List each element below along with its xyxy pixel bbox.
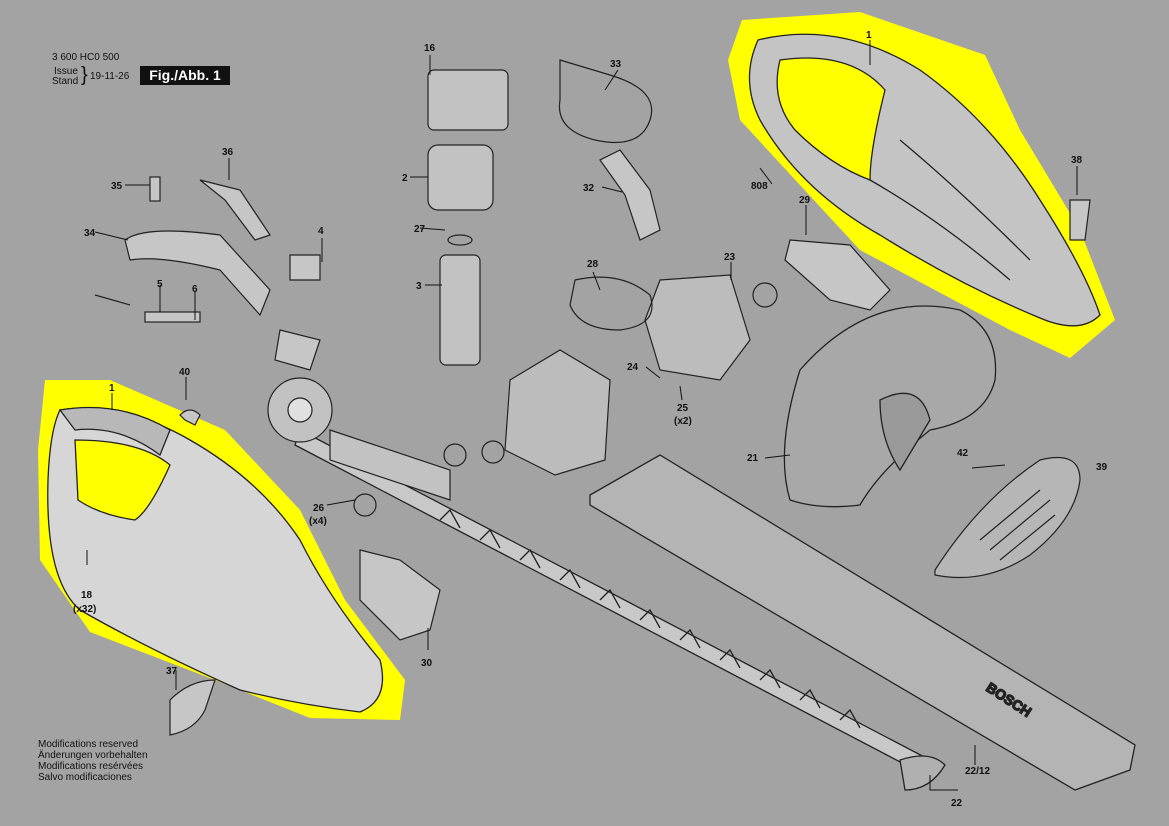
stand-label: Stand: [52, 76, 79, 87]
label-5: 5: [157, 279, 163, 290]
label-18: 18: [81, 590, 93, 601]
label-21: 21: [747, 453, 759, 464]
leader-lines: [86, 40, 1078, 791]
label-34: 34: [84, 228, 96, 239]
housing-right-part: [748, 33, 1101, 327]
label-25: 25: [677, 403, 689, 414]
notice-line-fr: Modifications resérvées: [38, 761, 144, 772]
label-39: 39: [1096, 462, 1108, 473]
housing-left-part: [47, 406, 384, 713]
label-32: 32: [583, 183, 595, 194]
handle-parts: [94, 59, 1091, 736]
notice-line-en: Modifications reserved: [38, 739, 139, 750]
label-37: 37: [166, 666, 178, 677]
label-2: 2: [402, 173, 408, 184]
label-29: 29: [799, 195, 811, 206]
label-25-qty: (x2): [674, 416, 692, 427]
label-26: 26: [313, 503, 325, 514]
label-23: 23: [724, 252, 736, 263]
label-4: 4: [318, 226, 324, 237]
label-35: 35: [111, 181, 123, 192]
label-27: 27: [414, 224, 426, 235]
notice-line-de: Änderungen vorbehalten: [38, 750, 148, 761]
modifications-notice: Modifications reserved Änderungen vorbeh…: [38, 739, 148, 783]
label-38: 38: [1071, 155, 1083, 166]
notice-line-es: Salvo modificaciones: [38, 772, 132, 783]
label-22-12: 22/12: [965, 766, 990, 777]
vent-cover: [934, 456, 1081, 579]
header-brace: }: [81, 64, 88, 86]
hand-guard: [783, 305, 997, 508]
label-24: 24: [627, 362, 639, 373]
blade-guard: BOSCH: [589, 454, 1136, 791]
label-6: 6: [192, 284, 198, 295]
issue-date: 19-11-26: [90, 71, 130, 82]
figure-title: Fig./Abb. 1: [140, 66, 230, 85]
label-16: 16: [424, 43, 436, 54]
gearbox-housing: [443, 274, 778, 476]
label-26-qty: (x4): [309, 516, 327, 527]
label-1-right: 1: [866, 30, 872, 41]
label-808: 808: [751, 181, 768, 192]
label-30: 30: [421, 658, 433, 669]
label-18-qty: (x32): [73, 604, 96, 615]
label-3: 3: [416, 281, 422, 292]
label-36: 36: [222, 147, 234, 158]
label-42: 42: [957, 448, 969, 459]
label-22: 22: [951, 798, 963, 809]
label-33: 33: [610, 59, 622, 70]
label-40: 40: [179, 367, 191, 378]
blade-assembly: [294, 429, 946, 791]
label-28: 28: [587, 259, 599, 270]
part-labels: 1 1 2 3 4 5 6 16 18 (x32) 21 22 22/12 23…: [73, 30, 1108, 809]
issue-label: Issue: [54, 66, 78, 77]
label-1-left: 1: [109, 383, 115, 394]
doc-number: 3 600 HC0 500: [52, 52, 120, 63]
motor-assembly: [267, 69, 509, 501]
